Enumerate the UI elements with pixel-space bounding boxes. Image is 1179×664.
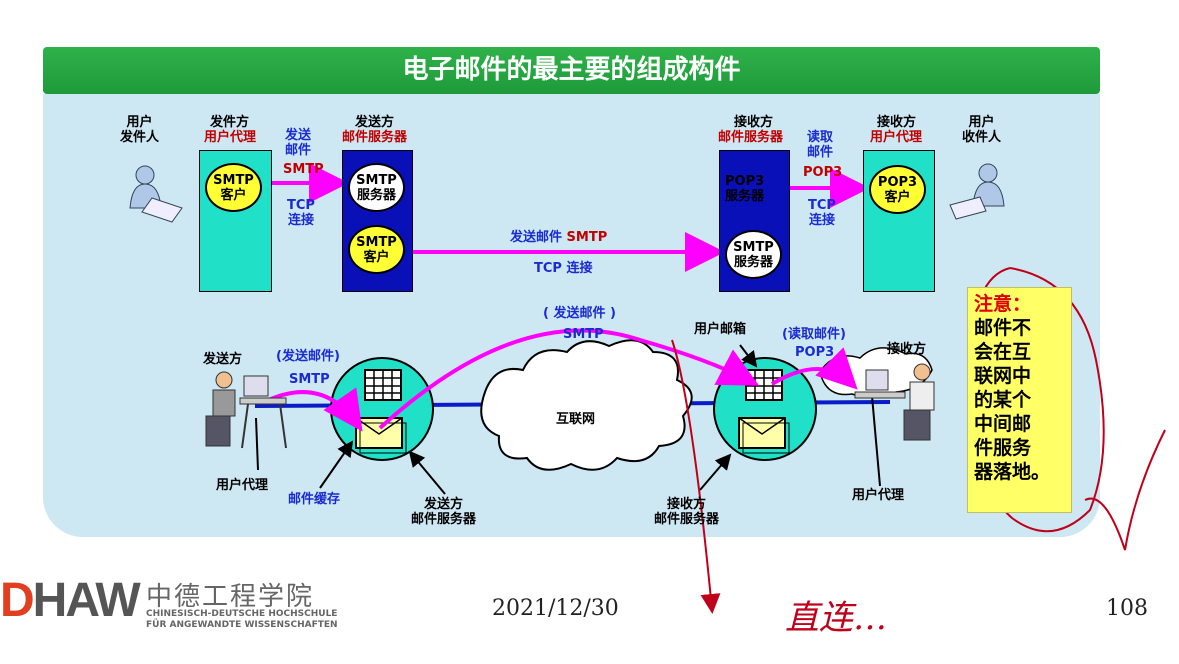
sender-user-label: 用户发件人 xyxy=(120,115,160,145)
logo-chinese-name: 中德工程学院 xyxy=(146,582,315,612)
note-line: 联网中 xyxy=(974,365,1032,387)
smtp-protocol-label: SMTP xyxy=(283,162,324,177)
sender-user-icon xyxy=(129,165,183,223)
bottom-recv-server-label: 接收方邮件服务器 xyxy=(654,497,720,527)
sender-server-label2: 邮件服务器 xyxy=(342,130,408,145)
note-line: 器落地。 xyxy=(974,461,1051,483)
note-line: 的某个 xyxy=(974,389,1032,411)
recv-server-label2: 邮件服务器 xyxy=(718,130,784,145)
bottom-sender-label: 发送方 xyxy=(203,352,243,367)
sender-envelope-icon xyxy=(355,417,407,454)
logo-german-line2: FÜR ANGEWANDTE WISSENSCHAFTEN xyxy=(146,620,338,630)
handwritten-arrow xyxy=(671,339,721,614)
note-line: 中间邮 xyxy=(974,413,1032,435)
haw-logo: DHAW xyxy=(0,574,141,627)
pointer-mailbox xyxy=(739,344,758,368)
user-agent-right-label: 用户代理 xyxy=(852,488,905,503)
page-title: 电子邮件的最主要的组成构件 xyxy=(43,47,1100,94)
handwritten-note: 直连… xyxy=(785,598,887,638)
pointer-mail-cache xyxy=(319,440,354,489)
internet-cloud xyxy=(480,339,693,471)
handwritten-check xyxy=(1084,429,1166,551)
bottom-receiver-label: 接收方 xyxy=(887,342,927,357)
bottom-sender-server-label: 发送方邮件服务器 xyxy=(411,497,477,527)
sender-server-label1: 发送方 xyxy=(355,115,395,130)
user-agent-left-label: 用户代理 xyxy=(216,478,269,493)
slide-date: 2021/12/30 xyxy=(492,596,619,621)
recv-agent-label1: 接收方 xyxy=(877,115,917,130)
note-line: 邮件不 xyxy=(974,317,1032,339)
pop3-protocol-label: POP3 xyxy=(803,165,843,180)
arrow-read-bottom xyxy=(770,347,858,390)
pointer-agent-right xyxy=(871,395,881,487)
note-heading: 注意： xyxy=(974,293,1032,315)
bottom-smtp-label: SMTP xyxy=(289,372,330,387)
mid-tcp-label: TCP 连接 xyxy=(534,261,593,276)
read-mail-label: 读取邮件 xyxy=(807,130,834,160)
sender-agent-label1: 发件方 xyxy=(210,115,250,130)
arc-smtp-label: SMTP xyxy=(563,327,604,342)
mid-send-label: 发送邮件 SMTP xyxy=(510,230,608,245)
slide-page-number: 108 xyxy=(1106,596,1148,621)
internet-label: 互联网 xyxy=(556,412,596,427)
logo-german-line1: CHINESISCH-DEUTSCHE HOCHSCHULE xyxy=(146,609,338,619)
arc-label: ( 发送邮件 ) xyxy=(543,306,616,321)
mailbox-label: 用户邮箱 xyxy=(694,322,747,337)
read-paren-label: (读取邮件) xyxy=(782,327,846,342)
note-line: 件服务 xyxy=(974,437,1032,459)
receiver-person-computer-icon xyxy=(854,363,935,441)
note-box: 注意： 邮件不 会在互 联网中 的某个 中间邮 件服务 器落地。 xyxy=(967,287,1072,513)
note-line: 会在互 xyxy=(974,341,1032,363)
pointer-agent-left xyxy=(255,417,259,471)
sender-agent-label2: 用户代理 xyxy=(204,130,257,145)
mail-cache-label: 邮件缓存 xyxy=(288,492,341,507)
pointer-recv-server xyxy=(699,453,732,491)
receiver-mailbox-grid-icon xyxy=(745,369,783,401)
bottom-send-paren: (发送邮件) xyxy=(276,349,340,364)
send-mail-label: 发送邮件 xyxy=(285,128,312,158)
sender-person-computer-icon xyxy=(205,371,287,449)
arrow-arc-smtp xyxy=(378,328,760,430)
receiver-user-icon xyxy=(949,163,1005,220)
receiver-envelope-icon xyxy=(738,417,790,454)
bottom-pop3-label: POP3 xyxy=(795,345,835,360)
pointer-sender-server xyxy=(408,450,446,495)
recv-server-label1: 接收方 xyxy=(734,115,774,130)
recv-user-label: 用户收件人 xyxy=(962,115,1002,145)
sender-mailbox-grid-icon xyxy=(364,369,402,401)
recv-agent-label2: 用户代理 xyxy=(870,130,923,145)
